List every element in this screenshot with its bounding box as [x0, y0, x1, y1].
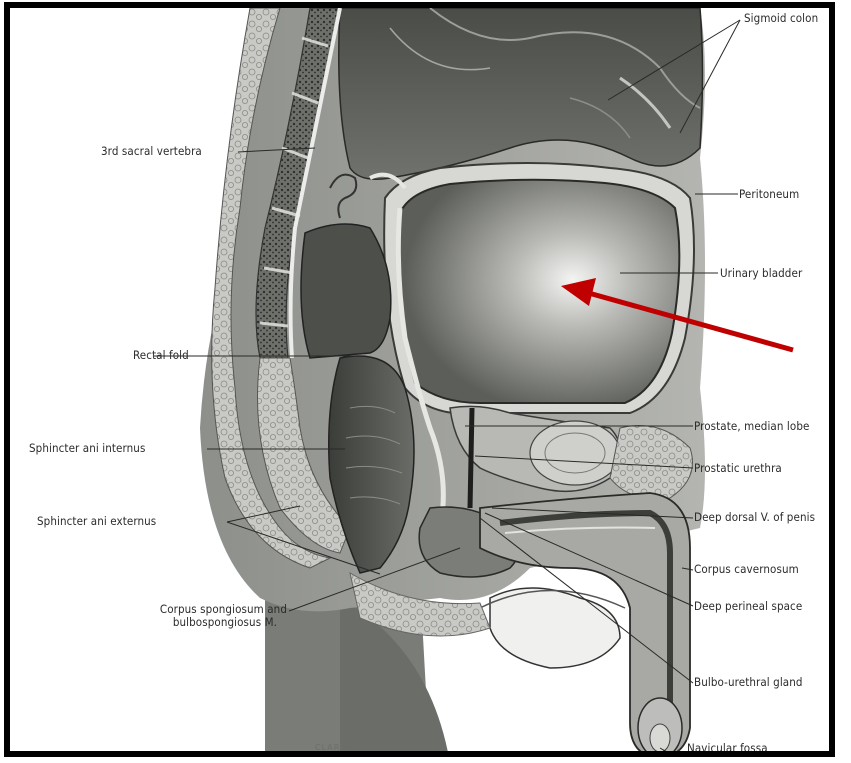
label-sphincter-ani-externus: Sphincter ani externus	[37, 515, 156, 528]
label-bulbo-urethral-gland: Bulbo-urethral gland	[694, 676, 803, 689]
label-peritoneum: Peritoneum	[739, 188, 799, 201]
figure-frame: Sigmoid colon Peritoneum Urinary bladder…	[4, 2, 835, 757]
label-rectal-fold: Rectal fold	[133, 349, 189, 362]
label-deep-dorsal-v-penis: Deep dorsal V. of penis	[694, 511, 815, 524]
label-prostate-median-lobe: Prostate, median lobe	[694, 420, 809, 433]
label-prostatic-urethra: Prostatic urethra	[694, 462, 782, 475]
label-sigmoid-colon: Sigmoid colon	[744, 12, 818, 25]
label-navicular-fossa: Navicular fossa	[687, 742, 768, 755]
label-urinary-bladder: Urinary bladder	[720, 267, 802, 280]
anatomy-illustration	[10, 8, 835, 757]
label-corpus-cavernosum: Corpus cavernosum	[694, 563, 799, 576]
label-corpus-spongiosum-line2: bulbospongiosus M.	[117, 616, 277, 629]
artist-signature: CLARKE	[315, 743, 353, 752]
label-3rd-sacral-vertebra: 3rd sacral vertebra	[101, 145, 202, 158]
label-deep-perineal-space: Deep perineal space	[694, 600, 802, 613]
label-sphincter-ani-internus: Sphincter ani internus	[29, 442, 145, 455]
